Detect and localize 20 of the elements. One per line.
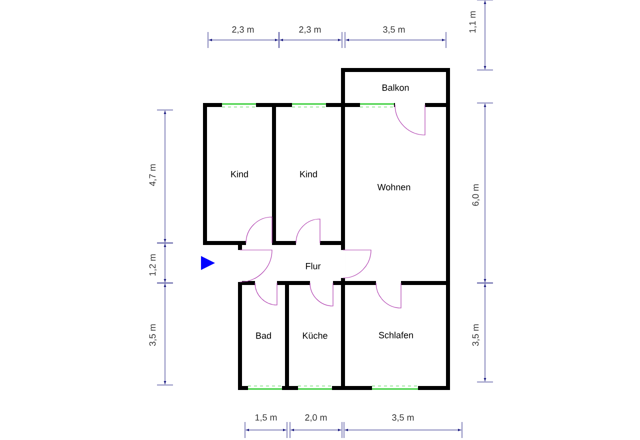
room-label: Bad [256, 332, 271, 339]
room-label: Kind [231, 170, 248, 178]
dimension-label: 2,0 m [305, 414, 327, 422]
room-label: Schlafen [378, 332, 413, 338]
room-label: Flur [306, 262, 321, 270]
dimension-label: 3,5 m [383, 26, 405, 34]
dimension-label: 1,2 m [149, 254, 157, 276]
dimension-label: 6,0 m [472, 184, 480, 206]
dimension-label: 3,5 m [472, 324, 480, 346]
room-label: Kind [300, 170, 317, 178]
dimension-label: 3,5 m [392, 414, 414, 422]
dimension-label: 1,1 m [469, 11, 477, 33]
dimension-label: 1,5 m [255, 414, 277, 422]
dimension-label: 4,7 m [149, 164, 157, 186]
room-label: Wohnen [377, 184, 410, 190]
dimension-label: 2,3 m [299, 26, 321, 34]
dimension-label: 3,5 m [149, 324, 157, 346]
room-label: Balkon [382, 84, 409, 91]
dimension-label: 2,3 m [232, 26, 254, 34]
room-label: Küche [302, 332, 328, 339]
